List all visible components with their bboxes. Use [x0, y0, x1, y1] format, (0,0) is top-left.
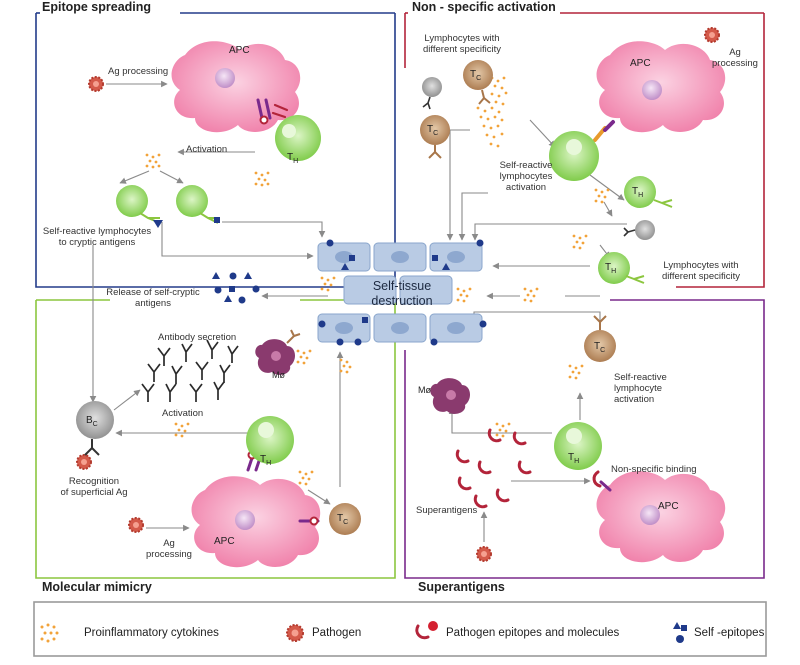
tissue-self-epitopes — [318, 239, 487, 346]
apc-label: APC — [630, 58, 651, 69]
ag-processing-label: Ag processing — [146, 538, 192, 560]
th-label: TH — [605, 262, 617, 275]
receptor-complexes — [246, 98, 615, 526]
th-label: TH — [260, 454, 272, 467]
tc-label: TC — [470, 69, 482, 82]
legend-pathogen-icon — [286, 624, 304, 642]
panel-epitope-spreading-frame — [35, 12, 396, 288]
non-specific-binding-label: Non-specific binding — [611, 464, 697, 475]
self-reactive-lymphocyte-activation-label: Self-reactive lymphocyte activation — [614, 372, 667, 405]
legend-frame — [33, 601, 767, 657]
legend-self-epitopes-icon — [673, 622, 687, 643]
macrophages — [255, 329, 471, 414]
th-label: TH — [287, 152, 299, 165]
tc-cells — [329, 60, 616, 535]
legend-epitopes-icon — [415, 621, 438, 640]
cryptic-antigens-label: Self-reactive lymphocytes to cryptic ant… — [42, 226, 152, 248]
ag-processing-label: Ag processing — [712, 47, 758, 69]
b-cells — [76, 77, 655, 456]
superantigen-shapes — [455, 428, 532, 509]
apc-label: APC — [658, 501, 679, 512]
small-epitope-marks — [153, 217, 220, 228]
th-label: TH — [632, 186, 644, 199]
apc-cells — [171, 41, 726, 568]
self-reactive-lymphocytes-activation-label: Self-reactive lymphocytes activation — [499, 160, 553, 193]
apc-label: APC — [214, 536, 235, 547]
pathogen-icons — [76, 27, 720, 562]
legend-self-epitopes-label: Self -epitopes — [694, 627, 765, 639]
tc-label: TC — [337, 513, 349, 526]
apc-label: APC — [229, 45, 250, 56]
tc-label: TC — [594, 341, 606, 354]
title-non-specific-activation: Non - specific activation — [412, 0, 556, 14]
macrophage-label: Mø — [272, 370, 285, 380]
th-cells — [116, 115, 673, 470]
bc-label: BC — [86, 415, 98, 428]
arrows — [89, 54, 691, 542]
panel-superantigens-frame — [404, 299, 765, 579]
self-tissue-cells — [317, 242, 483, 343]
lymphocytes-diff-specificity-label: Lymphocytes with different specificity — [662, 260, 740, 282]
legend-cytokines-label: Proinflammatory cytokines — [84, 627, 219, 639]
lymphocytes-diff-specificity-label: Lymphocytes with different specificity — [423, 33, 501, 55]
tc-label: TC — [427, 124, 439, 137]
superantigens-label: Superantigens — [416, 505, 478, 516]
activation-label: Activation — [186, 144, 228, 155]
cytokine-clusters — [145, 76, 610, 486]
legend-pathogen-label: Pathogen — [312, 627, 362, 639]
title-superantigens: Superantigens — [418, 580, 505, 594]
legend-pathogen-epitopes-label: Pathogen epitopes and molecules — [446, 627, 620, 639]
antibody-secretion-label: Antibody secretion — [158, 332, 237, 343]
title-epitope-spreading: Epitope spreading — [42, 0, 152, 14]
panel-non-specific-frame — [404, 12, 765, 288]
recognition-superficial-ag-label: Recognition of superficial Ag — [60, 476, 128, 498]
ag-processing-label: Ag processing — [108, 66, 169, 77]
th-label: TH — [568, 452, 580, 465]
released-self-epitopes — [212, 272, 260, 304]
legend-cytokine-icon — [40, 623, 59, 643]
macrophage-label: Mø — [418, 385, 431, 395]
activation-label: Activation — [162, 408, 204, 419]
title-molecular-mimicry: Molecular mimicry — [42, 580, 152, 594]
self-tissue-destruction-label: Self-tissue destruction — [371, 279, 433, 308]
antibodies — [141, 339, 239, 402]
release-cryptic-antigens-label: Release of self-cryptic antigens — [106, 287, 200, 309]
